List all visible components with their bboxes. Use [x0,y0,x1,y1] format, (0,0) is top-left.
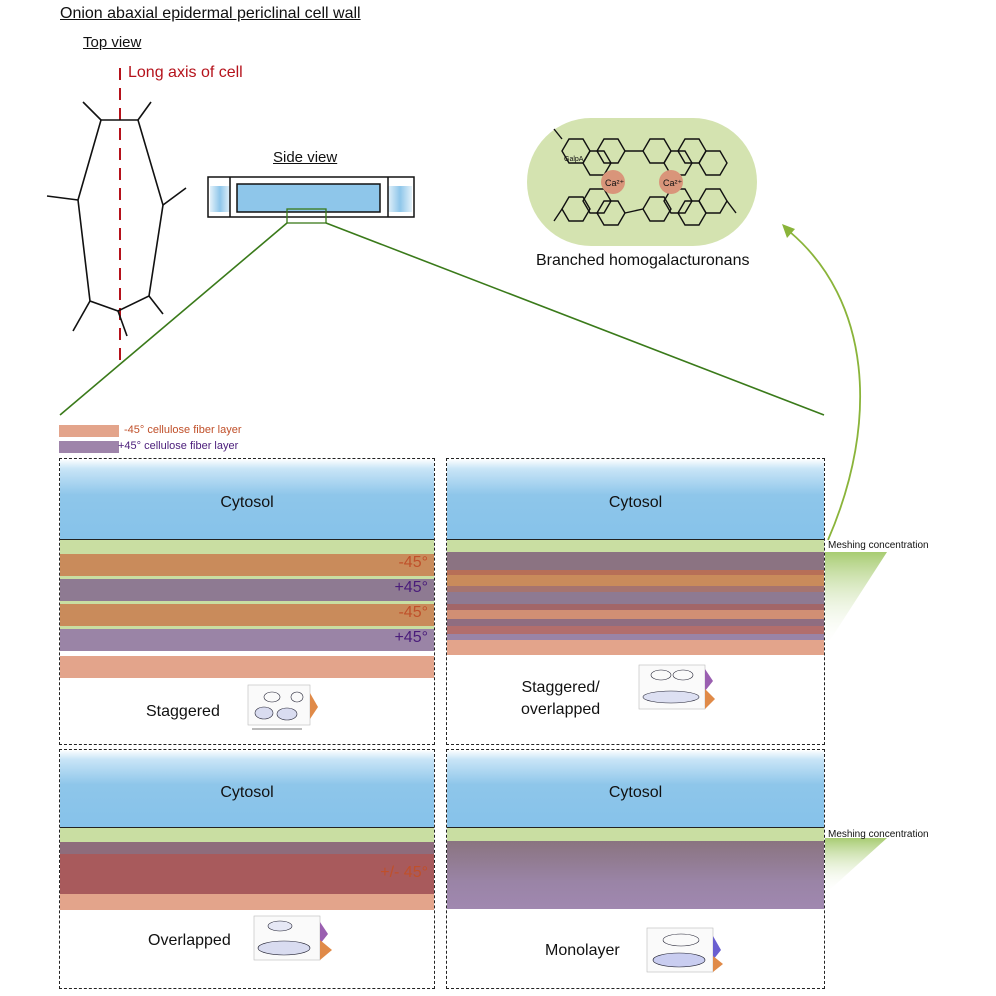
homogalacturonan-diagram: GalpA Ca²⁺ Ca²⁺ [527,118,757,246]
fiber-layer-mixed-5 [447,592,824,604]
fiber-layer-mixed-2 [447,570,824,575]
cytosol-label: Cytosol [608,494,663,511]
fiber-layer-mixed-7 [447,610,824,619]
pectin-layer [447,540,824,552]
panel-staggered-overlapped: Cytosol Staggered/ overlapped [446,458,825,745]
pectin-layer [60,828,434,842]
meshing-gradient-triangle [825,838,887,894]
contour-plot-thumbnail [646,927,723,973]
angle-label-plus-minus-45: +/- 45° [380,864,428,881]
arrangement-name: Overlapped [148,932,231,949]
legend-label-plus45: +45° cellulose fiber layer [118,440,239,452]
arrangement-name-line2: overlapped [521,701,601,718]
meshing-concentration-label: Meshing concentration [828,829,929,840]
fiber-layer-outer [447,640,824,655]
contour-plot-thumbnail [247,684,318,730]
arrangement-name: Staggered/ overlapped [521,677,600,721]
fiber-layer-mixed-top [60,842,434,854]
contour-plot-thumbnail [253,915,332,961]
fiber-monolayer [447,841,824,909]
fiber-layer-mixed-10 [447,634,824,640]
side-view-diagram [207,176,415,224]
arrangement-name: Staggered [146,703,220,720]
cytosol-region [60,459,434,540]
zoom-box [286,208,327,224]
fiber-layer-mixed-8 [447,619,824,626]
zoom-line-left [59,222,288,416]
legend-label-minus45: -45° cellulose fiber layer [124,424,242,436]
homogalacturonan-caption: Branched homogalacturonans [536,252,750,269]
calcium-label-2: Ca²⁺ [663,178,683,188]
fiber-layer-mixed-1 [447,552,824,570]
cytosol-label: Cytosol [608,784,663,801]
calcium-ion-2 [659,170,683,194]
pectin-gap [60,626,434,629]
legend-swatch-minus45 [59,425,119,437]
pectin-layer [447,828,824,841]
fiber-layer-outer [60,894,434,910]
fiber-layer-minus45-1 [60,554,434,576]
galpa-label: GalpA [564,156,584,163]
fiber-layer-overlapped [60,854,434,894]
cytosol-region [447,750,824,828]
pectin-layer [60,540,434,554]
angle-label-plus45-2: +45° [394,629,428,646]
cytosol-region [60,750,434,828]
fiber-layer-mixed-4 [447,586,824,592]
long-axis-label: Long axis of cell [128,64,243,81]
angle-label-minus45-1: -45° [398,554,428,571]
angle-label-minus45-2: -45° [398,604,428,621]
fiber-layer-mixed-6 [447,604,824,610]
calcium-ion-1 [601,170,625,194]
fiber-layer-mixed-9 [447,626,824,634]
meshing-concentration-label: Meshing concentration [828,540,929,551]
zoom-line-right [325,222,825,416]
cell-outline [77,119,164,312]
fiber-layer-plus45-2 [60,629,434,651]
pectin-gap [60,601,434,604]
angle-label-plus45-1: +45° [394,579,428,596]
fiber-layer-outer [60,656,434,678]
arrangement-name-line1: Staggered/ [521,679,600,696]
sugar-rings [553,128,737,226]
fiber-layer-plus45-1 [60,579,434,601]
fiber-layer-minus45-2 [60,604,434,626]
cytosol-label: Cytosol [220,494,274,511]
meshing-gradient-triangle [825,552,887,648]
arrangement-name: Monolayer [545,942,620,959]
cell-top-view-diagram [46,68,825,416]
pectin-gap [60,576,434,579]
figure-title: Onion abaxial epidermal periclinal cell … [60,5,361,22]
legend-swatch-plus45 [59,441,119,453]
top-view-label: Top view [83,34,142,51]
cytosol-region [447,459,824,540]
neighbor-wall-stubs [46,101,187,337]
panel-staggered: Cytosol -45° +45° -45° +45° Staggered [59,458,435,745]
contour-plot-thumbnail [638,664,715,710]
side-view-label: Side view [273,149,338,166]
panel-monolayer: Cytosol Monolayer [446,749,825,989]
calcium-label-1: Ca²⁺ [605,178,625,188]
cytosol-label: Cytosol [220,784,274,801]
fiber-layer-mixed-3 [447,575,824,586]
panel-overlapped: Cytosol +/- 45° Overlapped [59,749,435,989]
